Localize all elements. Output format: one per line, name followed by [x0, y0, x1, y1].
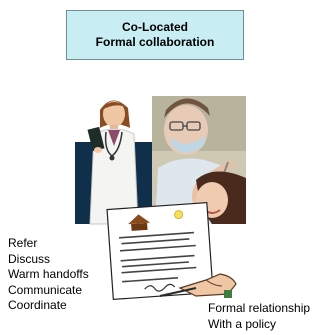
relationship-line-2: With a policy: [208, 316, 277, 331]
relationship-line-1: Formal relationship: [208, 301, 311, 315]
signing-hand: [159, 273, 237, 298]
action-communicate: Communicate: [8, 282, 83, 297]
action-discuss: Discuss: [8, 251, 51, 266]
action-warm-handoffs: Warm handoffs: [8, 267, 89, 282]
policy-document: [106, 201, 214, 301]
relationship-note: Formal relationship With a policy: [208, 301, 310, 332]
action-refer: Refer: [8, 236, 38, 250]
title-line-2: Formal collaboration: [95, 35, 215, 49]
action-list: Refer Discuss Warm handoffs Communicate …: [8, 236, 89, 314]
action-coordinate: Coordinate: [8, 298, 67, 313]
title-box: Co-Located Formal collaboration: [66, 10, 244, 60]
doctor-figure: [87, 100, 139, 225]
title-line-1: Co-Located: [122, 20, 188, 34]
